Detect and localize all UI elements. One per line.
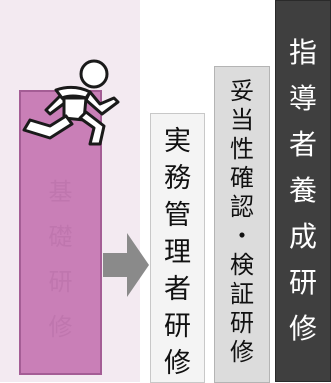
column-char: 養 bbox=[288, 174, 317, 207]
column-leader-development-training: 指 導 者 養 成 研 修 bbox=[275, 0, 331, 382]
column-char: 成 bbox=[288, 220, 317, 253]
column-practice-manager-training: 実 務 管 理 者 研 修 bbox=[150, 113, 205, 383]
column-char: 基 bbox=[48, 178, 73, 206]
column-char: 者 bbox=[164, 274, 191, 305]
column-char: 導 bbox=[288, 82, 317, 115]
column-char: 当 bbox=[230, 106, 254, 134]
arrow-right-icon bbox=[103, 233, 149, 297]
column-char: 確 bbox=[230, 164, 254, 192]
column-char: 性 bbox=[230, 135, 254, 163]
column-basic-training: 基 礎 研 修 bbox=[19, 90, 102, 375]
column-char: 研 bbox=[288, 266, 317, 299]
column-char: 研 bbox=[48, 268, 73, 296]
column-char: 妥 bbox=[230, 77, 254, 105]
column-char: 礎 bbox=[48, 223, 73, 251]
column-char: 修 bbox=[288, 312, 317, 345]
column-validity-verification-training: 妥 当 性 確 認 ・ 検 証 研 修 bbox=[214, 66, 270, 383]
column-char: 理 bbox=[164, 237, 191, 268]
column-char: ・ bbox=[230, 222, 254, 250]
column-char: 研 bbox=[164, 311, 191, 342]
column-char: 務 bbox=[164, 163, 191, 194]
running-figure-icon bbox=[22, 59, 120, 146]
column-char: 証 bbox=[230, 280, 254, 308]
column-char: 指 bbox=[288, 36, 317, 69]
column-char: 実 bbox=[164, 126, 191, 157]
column-char: 修 bbox=[230, 338, 254, 366]
column-char: 検 bbox=[230, 251, 254, 279]
column-char: 修 bbox=[164, 348, 191, 379]
column-char: 者 bbox=[288, 128, 317, 161]
column-char: 認 bbox=[230, 193, 254, 221]
column-char: 修 bbox=[48, 313, 73, 341]
column-char: 研 bbox=[230, 309, 254, 337]
column-char: 管 bbox=[164, 200, 191, 231]
